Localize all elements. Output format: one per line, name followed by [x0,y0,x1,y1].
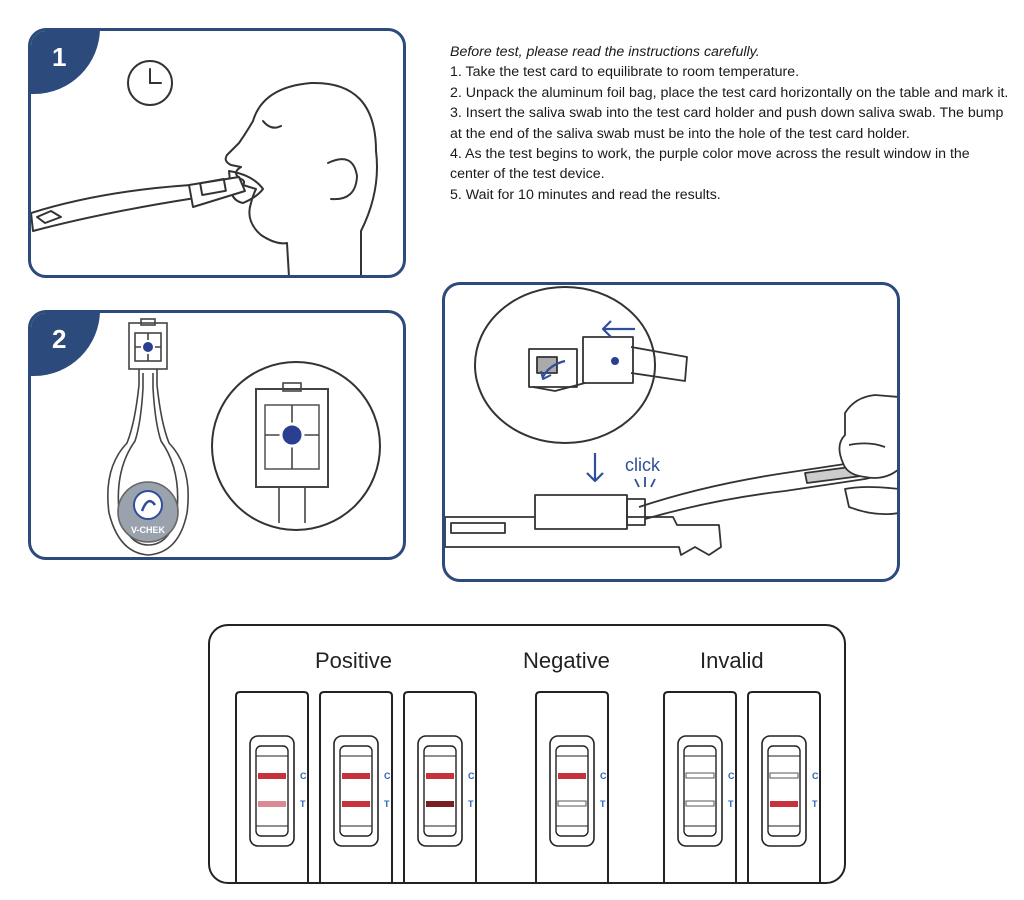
curved-arrow-icon [542,359,566,378]
head-profile [224,81,378,275]
positive-label: Positive [315,648,393,673]
c-letter: C [812,771,819,781]
down-arrow-icon [586,453,604,483]
brand-text: V-CHEK [131,525,166,535]
invalid-label: Invalid [700,648,764,673]
step-1-panel: 1 [28,28,406,278]
clock-icon [127,60,173,106]
c-letter: C [384,771,391,781]
negative-label: Negative [523,648,610,673]
t-letter: T [300,799,306,809]
test-card: CT [319,691,393,882]
c-letter: C [600,771,607,781]
instruction-item: 1. Take the test card to equilibrate to … [450,64,800,81]
t-letter: T [600,799,606,809]
t-letter: T [384,799,390,809]
test-card: CT [747,691,821,882]
test-line-empty [557,800,587,807]
c-letter: C [468,771,475,781]
control-line [258,773,286,779]
swab-in-mouth-illustration [31,60,378,275]
test-card: CT [663,691,737,882]
instruction-item: 4. As the test begins to work, the purpl… [450,146,970,183]
left-arrow-icon [601,320,635,338]
t-letter: T [728,799,734,809]
click-label: click [625,455,661,475]
t-letter: T [468,799,474,809]
instructions-intro: Before test, please read the instruction… [450,44,760,60]
control-line [342,773,370,779]
test-line [426,801,454,807]
test-line [258,801,286,807]
c-letter: C [728,771,735,781]
instruction-item: 5. Wait for 10 minutes and read the resu… [450,186,721,203]
hand-illustration [838,394,897,479]
swab-device-illustration: V-CHEK [107,318,381,556]
test-line [342,801,370,807]
step-1-badge: 1 [31,31,100,94]
step-2-panel: 2 V-CHEK [28,310,406,560]
test-card: CT [235,691,309,882]
instruction-item: 3. Insert the saliva swab into the test … [450,105,1004,142]
instruction-item: 2. Unpack the aluminum foil bag, place t… [450,84,1009,101]
test-line [770,801,798,807]
t-letter: T [812,799,818,809]
control-line [426,773,454,779]
magnified-insert [474,286,656,444]
c-letter: C [300,771,307,781]
instructions-block: Before test, please read the instruction… [450,42,1010,205]
insert-swab-illustration: click [445,286,897,556]
test-card: CT [535,691,609,882]
magnified-holder [211,361,381,531]
test-line-empty [685,800,715,807]
step-3-panel: click [442,282,900,582]
control-line-empty [769,772,799,779]
control-line-empty [685,772,715,779]
test-card: CT [403,691,477,882]
control-line [558,773,586,779]
